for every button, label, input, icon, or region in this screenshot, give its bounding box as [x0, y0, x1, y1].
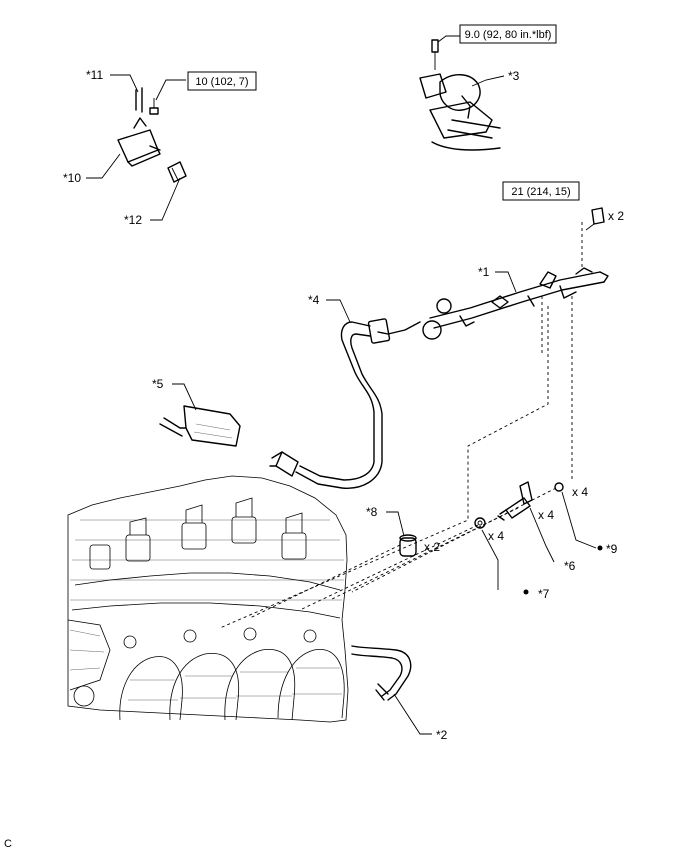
part-5-clamp [159, 405, 241, 447]
callout-10: *10 [63, 171, 81, 185]
alignment-lines [219, 222, 583, 629]
part-6-injector [497, 481, 533, 521]
bolt-icon [585, 207, 605, 231]
leader-lines [86, 35, 597, 735]
callout-7: *7 [538, 587, 550, 601]
callout-1: *1 [478, 265, 490, 279]
callout-4: *4 [308, 293, 320, 307]
callout-5: *5 [152, 377, 164, 391]
part-1-fuel-delivery-pipe [422, 267, 609, 340]
new-part-bullet [597, 545, 603, 551]
torque-spec-3: 21 (214, 15) [502, 181, 580, 201]
svg-text:21 (214, 15): 21 (214, 15) [511, 186, 570, 198]
part-7-insulator [474, 517, 486, 529]
part-4-fuel-tube [269, 318, 421, 489]
part-9-o-ring [554, 482, 564, 492]
callout-12: *12 [124, 213, 142, 227]
qty-bolt: x 2 [608, 209, 624, 223]
callout-8: *8 [366, 505, 378, 519]
part-2-hose [351, 645, 412, 701]
qty-o-ring: x 4 [572, 485, 588, 499]
qty-injector: x 4 [538, 508, 554, 522]
callout-3: *3 [508, 69, 520, 83]
callout-9: *9 [606, 542, 618, 556]
torque-spec-2: 10 (102, 7) [187, 71, 257, 91]
part-3-valve-assembly [419, 39, 501, 151]
callout-2: *2 [436, 728, 448, 742]
corner-mark: C [4, 838, 12, 850]
part-10-vsv [117, 87, 187, 183]
svg-text:9.0 (92, 80 in.*lbf): 9.0 (92, 80 in.*lbf) [465, 29, 552, 41]
torque-spec-1: 9.0 (92, 80 in.*lbf) [459, 24, 557, 44]
engine-illustration [67, 475, 349, 723]
new-part-bullet [523, 589, 529, 595]
svg-text:10 (102, 7): 10 (102, 7) [195, 76, 248, 88]
qty-spacer: x 2 [424, 540, 440, 554]
callout-11: *11 [86, 68, 103, 82]
part-8-spacer [399, 534, 417, 557]
qty-insulator: x 4 [488, 529, 504, 543]
callout-6: *6 [564, 559, 576, 573]
